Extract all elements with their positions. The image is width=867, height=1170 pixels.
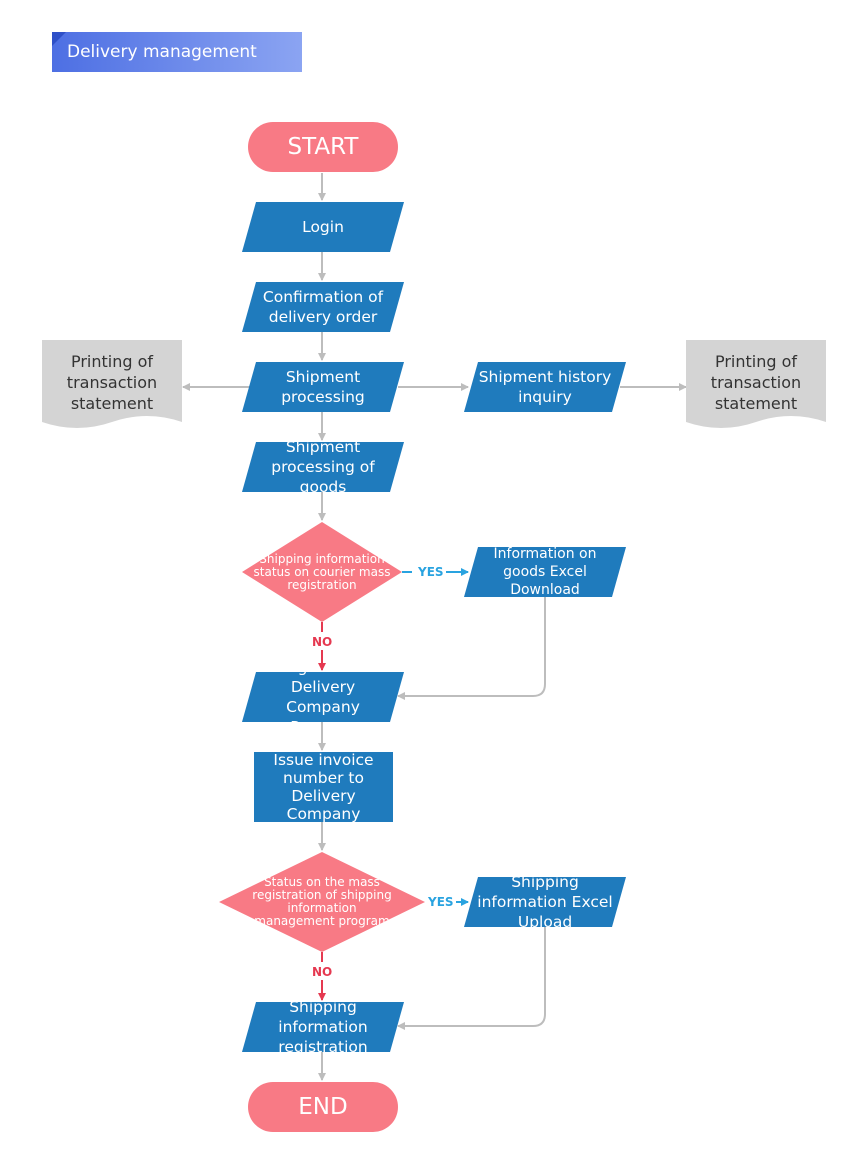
yes-label-1: YES	[418, 565, 444, 579]
print-right-document: Printing of transaction statement	[686, 340, 826, 422]
decision-mass-registration-label: Status on the mass registration of shipp…	[252, 875, 392, 928]
shipment-history-step: Shipment history inquiry	[464, 362, 626, 412]
page-title: Delivery management	[67, 42, 257, 62]
decision-mass-registration-shape	[219, 852, 425, 952]
print-right-label: Printing of transaction statement	[710, 352, 802, 413]
shipping-excel-upload-label: Shipping information Excel Upload	[477, 873, 613, 931]
shipping-excel-upload-step: Shipping information Excel Upload	[464, 877, 626, 927]
processing-goods-label: Shipment processing of goods	[271, 438, 375, 496]
decision-courier-label: Shipping information status on courier m…	[253, 551, 391, 592]
decision-courier: Shipping information status on courier m…	[252, 546, 392, 598]
goods-excel-download-step: Information on goods Excel Download	[464, 547, 626, 597]
arrow-upload-registration	[397, 927, 546, 1030]
shipping-registration-label: Shipping information registration	[278, 998, 368, 1056]
yes-label-2: YES	[428, 895, 454, 909]
processing-goods-step: Shipment processing of goods	[242, 442, 404, 492]
document-left-shape	[42, 340, 182, 428]
register-delivery-program-step: Register for Delivery Company Program	[242, 672, 404, 722]
shipment-history-label: Shipment history inquiry	[478, 368, 612, 406]
login-label: Login	[302, 218, 344, 236]
start-label: START	[287, 134, 359, 160]
goods-excel-download-label: Information on goods Excel Download	[493, 546, 597, 598]
shipment-processing-label: Shipment processing	[281, 368, 365, 406]
decision-courier-shape	[242, 522, 402, 622]
issue-invoice-label: Issue invoice number to Delivery Company	[273, 751, 374, 823]
start-terminal: START	[248, 122, 398, 172]
confirm-order-step: Confirmation of delivery order	[242, 282, 404, 332]
header-corner-accent	[52, 32, 66, 46]
no-label-1: NO	[312, 635, 333, 649]
issue-invoice-step: Issue invoice number to Delivery Company	[254, 751, 393, 823]
no-label-2: NO	[312, 965, 333, 979]
arrow-download-register	[397, 597, 546, 700]
header-badge: Delivery management	[52, 32, 302, 72]
confirm-order-label: Confirmation of delivery order	[262, 288, 384, 326]
shipment-processing-step: Shipment processing	[242, 362, 404, 412]
login-step: Login	[242, 202, 404, 252]
print-left-document: Printing of transaction statement	[42, 340, 182, 422]
end-terminal: END	[248, 1082, 398, 1132]
print-left-label: Printing of transaction statement	[66, 352, 158, 413]
shipping-registration-step: Shipping information registration	[242, 1002, 404, 1052]
end-label: END	[298, 1094, 348, 1120]
document-right-shape	[686, 340, 826, 428]
decision-mass-registration: Status on the mass registration of shipp…	[252, 868, 392, 936]
